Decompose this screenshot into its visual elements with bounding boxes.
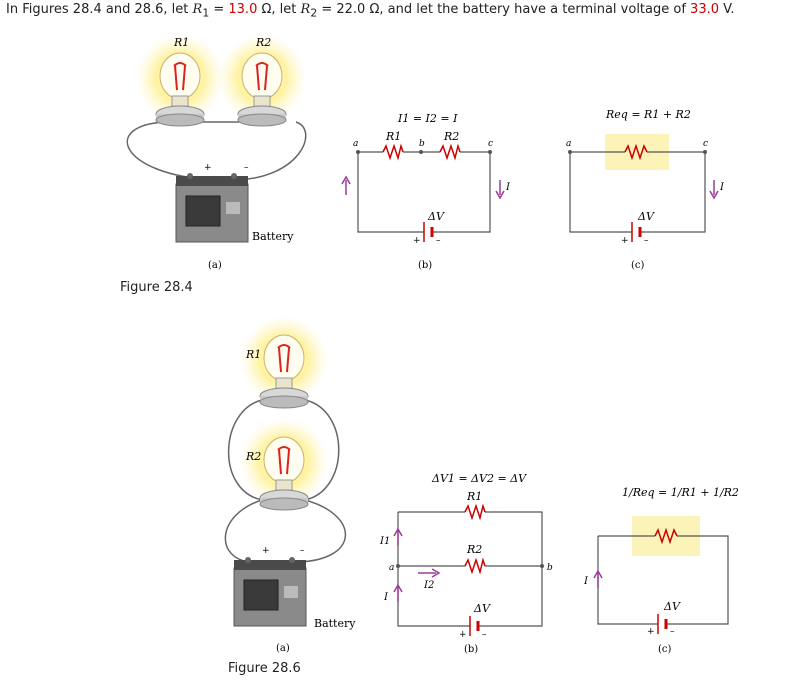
fig286c-resistor-req <box>654 527 678 545</box>
fig284b-resistor-r2 <box>439 143 461 161</box>
fig286b-i2-label: I2 <box>423 580 434 591</box>
fig284b-dv-label: ΔV <box>427 210 445 223</box>
fig284a-sublabel: (a) <box>208 260 222 271</box>
fig284a-photo <box>126 33 307 243</box>
fig286b-equation: ΔV1 = ΔV2 = ΔV <box>431 472 527 485</box>
fig286a-minus: – <box>300 546 305 556</box>
fig286c-equation: 1/Req = 1/R1 + 1/R2 <box>622 486 739 499</box>
fig284b-equation: I1 = I2 = I <box>397 112 458 125</box>
fig286b-dv-label: ΔV <box>473 602 491 615</box>
fig284c-sublabel: (c) <box>631 260 645 271</box>
fig284b-current-label: I <box>505 182 511 193</box>
fig284a-r1-label: R1 <box>173 36 189 49</box>
fig286b-circuit <box>393 503 544 636</box>
fig286a-r1-label: R1 <box>245 348 261 361</box>
fig284c-equation: Req = R1 + R2 <box>605 108 691 121</box>
fig286a-sublabel: (a) <box>276 643 290 654</box>
fig284b-node-c: c <box>488 139 493 149</box>
figure-28-6-caption: Figure 28.6 <box>228 661 301 676</box>
fig286c-sublabel: (c) <box>658 644 672 655</box>
fig286b-node-b: b <box>547 563 553 573</box>
fig284b-minus: – <box>436 236 441 246</box>
fig284c-resistor-req <box>624 143 648 161</box>
fig286a-battery-label: Battery <box>314 617 356 630</box>
fig286a-r2-label: R2 <box>245 450 261 463</box>
fig284b-r2-label: R2 <box>443 130 459 143</box>
fig284c-node-c: c <box>703 139 708 149</box>
fig286b-current-label: I <box>383 592 389 603</box>
fig284a-r2-label: R2 <box>255 36 271 49</box>
fig286b-r2-label: R2 <box>466 543 482 556</box>
fig286b-plus: + <box>459 630 467 640</box>
fig284c-plus: + <box>621 236 629 246</box>
fig286b-resistor-r1 <box>464 503 486 521</box>
figure-28-4-caption: Figure 28.4 <box>120 280 193 295</box>
fig284b-r1-label: R1 <box>385 130 401 143</box>
problem-statement: In Figures 28.4 and 28.6, let R1 = 13.0 … <box>6 2 735 20</box>
fig284b-node-a: a <box>353 139 358 149</box>
fig286b-node-a: a <box>389 563 394 573</box>
fig286a-photo <box>224 315 347 627</box>
fig286b-sublabel: (b) <box>464 644 478 655</box>
fig286c-current-label: I <box>583 576 589 587</box>
fig284b-sublabel: (b) <box>418 260 432 271</box>
fig284a-plus: + <box>204 163 212 173</box>
fig286b-resistor-r2 <box>464 557 486 575</box>
fig284a-minus: – <box>244 163 249 173</box>
fig286c-minus: – <box>670 627 675 637</box>
fig284b-resistor-r1 <box>382 143 404 161</box>
fig286c-circuit <box>593 516 729 634</box>
fig284c-minus: – <box>644 236 649 246</box>
fig286c-dv-label: ΔV <box>663 600 681 613</box>
voltage-value: 33.0 <box>690 2 719 17</box>
fig284c-node-a: a <box>566 139 571 149</box>
fig284c-current-label: I <box>719 182 725 193</box>
fig284b-circuit <box>341 143 505 242</box>
fig286a-plus: + <box>262 546 270 556</box>
fig284b-plus: + <box>413 236 421 246</box>
r1-value: 13.0 <box>228 2 258 17</box>
fig286b-i1-label: I1 <box>379 536 390 547</box>
fig286b-r1-label: R1 <box>466 490 482 503</box>
fig284b-node-b: b <box>419 139 425 149</box>
fig286c-plus: + <box>647 627 655 637</box>
fig284c-dv-label: ΔV <box>637 210 655 223</box>
fig286b-minus: – <box>482 630 487 640</box>
fig284a-battery-label: Battery <box>252 230 294 243</box>
fig284c-circuit <box>568 134 719 242</box>
